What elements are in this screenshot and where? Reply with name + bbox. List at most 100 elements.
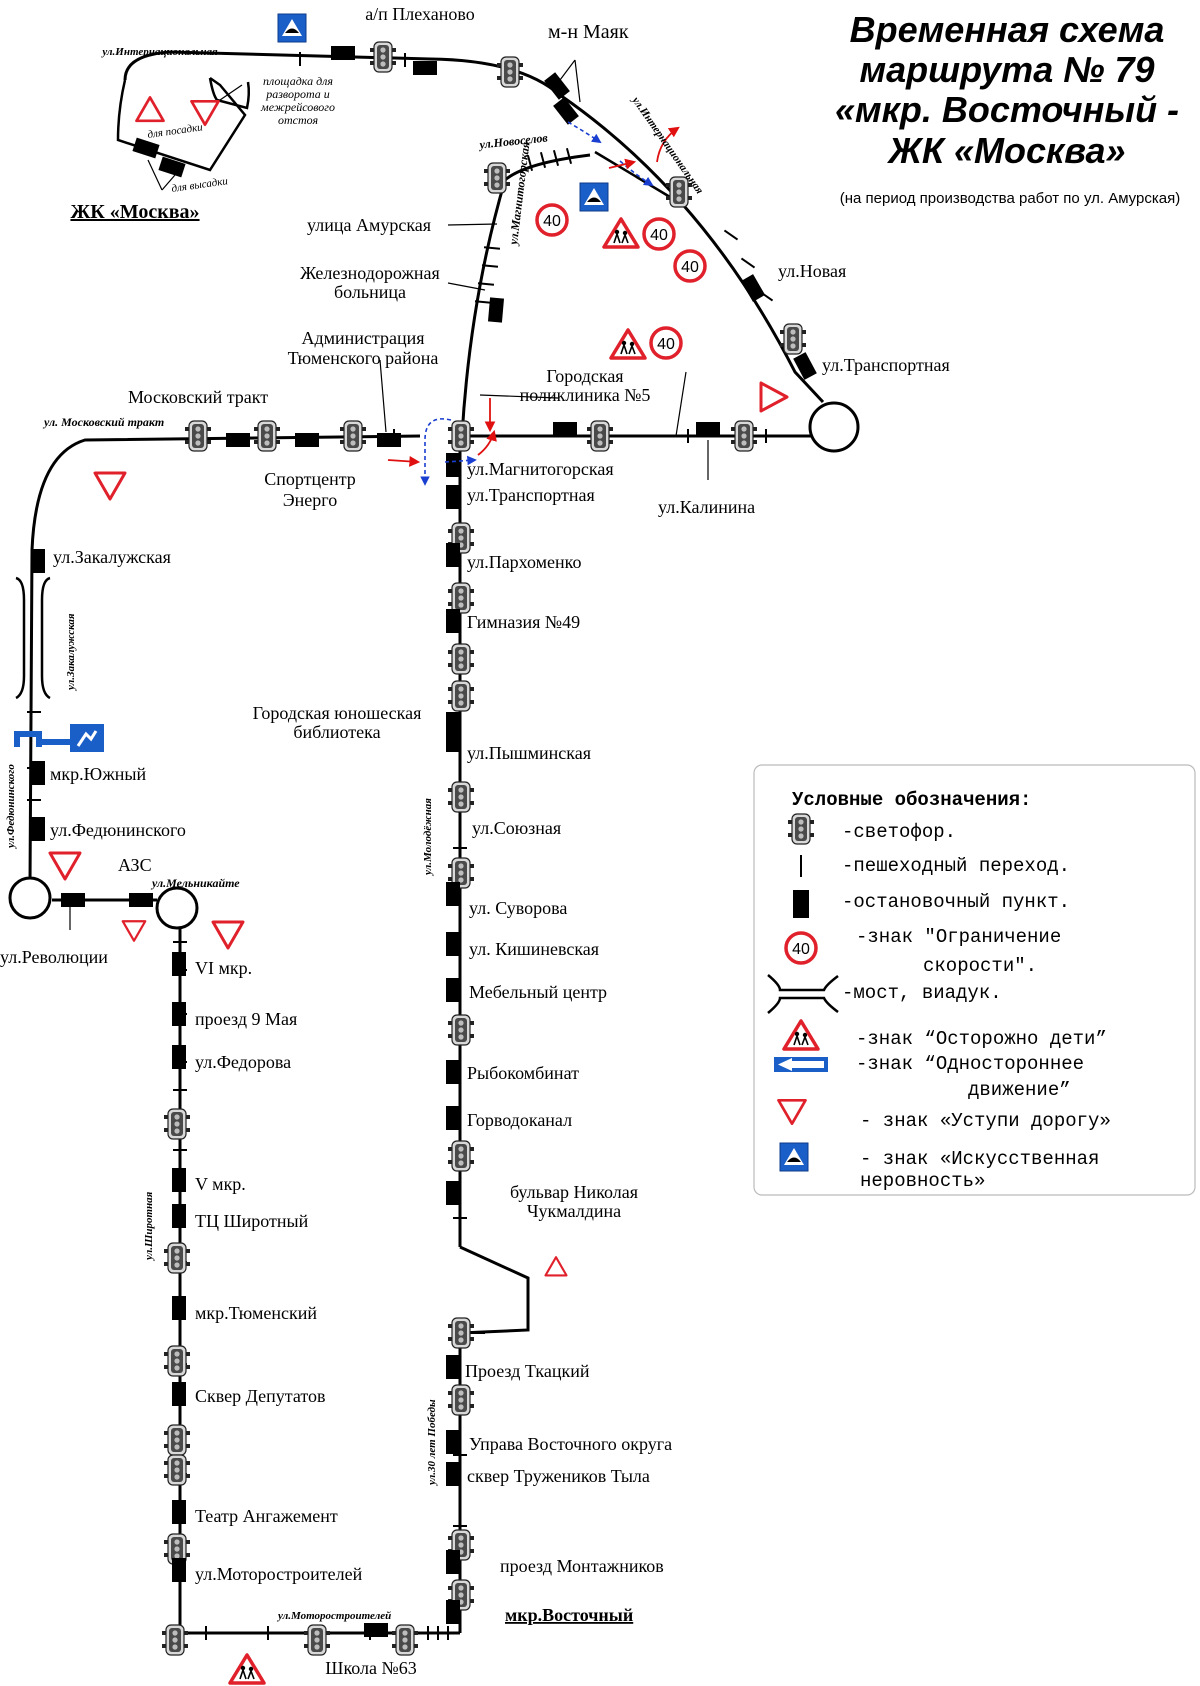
stop-marker-icon: [172, 1204, 186, 1228]
traffic-light-lamp: [174, 1553, 180, 1559]
traffic-light-visor: [254, 427, 258, 431]
stop-marker-icon: [696, 422, 720, 436]
traffic-light-visor: [184, 1644, 188, 1648]
traffic-light-lamp: [458, 1535, 464, 1541]
traffic-light-lamp: [350, 440, 356, 446]
speed-bump-sign-frame: [779, 1142, 809, 1172]
one-way-sign-arrow: [790, 1061, 824, 1068]
traffic-light-lamp: [458, 602, 464, 608]
speed-sign-value: 40: [650, 227, 668, 244]
traffic-light-visor: [519, 63, 523, 67]
pedestrian-crossing-icon: [565, 148, 573, 164]
traffic-light-lamp: [380, 61, 386, 67]
traffic-light-visor: [810, 833, 814, 837]
traffic-light-icon: [666, 176, 692, 208]
one-way-sign-arrowhead: [778, 1058, 792, 1071]
map-label: ул. Суворова: [469, 898, 567, 918]
traffic-light-icon: [448, 1014, 474, 1046]
traffic-light-visor: [414, 1631, 418, 1635]
roundabout-icon: [8, 876, 52, 920]
traffic-light-lamp: [350, 426, 356, 432]
traffic-light-visor: [448, 529, 452, 533]
traffic-light-icon: [788, 813, 814, 845]
traffic-light-visor: [470, 440, 474, 444]
traffic-light-lamp: [314, 1644, 320, 1650]
traffic-light-lamp: [507, 76, 513, 82]
tunnel-sign: [70, 724, 104, 752]
speed-sign-value: 40: [792, 941, 810, 958]
traffic-light-visor: [448, 1160, 452, 1164]
traffic-light-visor: [470, 700, 474, 704]
tunnel-shape: [14, 735, 20, 747]
traffic-light-visor: [186, 1474, 190, 1478]
map-label: для посадки: [147, 121, 204, 141]
traffic-light-lamp: [458, 595, 464, 601]
map-label: VI мкр.: [195, 958, 252, 978]
traffic-light-visor: [666, 183, 670, 187]
traffic-light-visor: [470, 542, 474, 546]
traffic-light-lamp: [174, 1365, 180, 1371]
map-label: проезд Монтажников: [500, 1556, 664, 1576]
traffic-light-visor: [448, 1391, 452, 1395]
traffic-light-visor: [470, 1549, 474, 1553]
tunnel-sign-figure: [76, 730, 98, 747]
children-sign-figure: [248, 1666, 254, 1672]
stop-marker-icon: [295, 433, 319, 447]
traffic-light-visor: [186, 1461, 190, 1465]
legend-title: Условные обозначения:: [792, 789, 1031, 811]
speed-limit-40-icon: 40: [535, 203, 569, 237]
traffic-light-visor: [448, 1536, 452, 1540]
traffic-light-visor: [164, 1262, 168, 1266]
stop-marker-icon: [172, 1168, 186, 1192]
stop-marker-icon: [793, 890, 809, 918]
speed-limit-40-icon: 40: [784, 931, 818, 965]
traffic-light-lamp: [458, 528, 464, 534]
traffic-light-visor: [304, 1644, 308, 1648]
traffic-light-visor: [448, 801, 452, 805]
traffic-light-lamp: [458, 1323, 464, 1329]
traffic-light-lamp: [172, 1637, 178, 1643]
speed-sign-value: 40: [657, 336, 675, 353]
traffic-light-icon: [370, 41, 396, 73]
map-label: ул. Московский тракт: [42, 415, 164, 429]
map-label: ул.Молодёжная: [422, 798, 434, 877]
traffic-light-visor: [731, 427, 735, 431]
map-label: ул.Широтная: [143, 1191, 155, 1262]
traffic-light-visor: [186, 1431, 190, 1435]
legend-frame: [753, 764, 1196, 1196]
map-label: ул.Новая: [778, 261, 846, 281]
traffic-light-icon: [448, 420, 474, 452]
traffic-light-visor: [780, 343, 784, 347]
map-label: ул.Транспортная: [822, 355, 950, 375]
stop-marker-icon: [553, 422, 577, 436]
pedestrian-crossing-icon: [481, 264, 499, 268]
traffic-light-visor: [470, 864, 474, 868]
traffic-light-lamp: [458, 440, 464, 446]
legend-item: -пешеходный переход.: [842, 855, 1070, 877]
traffic-light-visor: [362, 440, 366, 444]
children-sign-figure: [629, 341, 635, 347]
traffic-light-icon: [448, 680, 474, 712]
traffic-light-visor: [448, 1021, 452, 1025]
traffic-light-visor: [186, 1444, 190, 1448]
legend-item: -знак “Одностороннее: [856, 1053, 1084, 1075]
stop-marker-icon: [226, 433, 250, 447]
children-sign-frame: [782, 1019, 820, 1051]
yield-sign-icon: [93, 471, 127, 501]
traffic-light-visor: [392, 1631, 396, 1635]
traffic-light-icon: [448, 1140, 474, 1172]
traffic-light-lamp: [458, 863, 464, 869]
traffic-light-visor: [519, 76, 523, 80]
traffic-light-lamp: [314, 1630, 320, 1636]
map-subtitle: (на период производства работ по ул. Аму…: [840, 190, 1180, 207]
traffic-light-visor: [448, 1586, 452, 1590]
traffic-light-visor: [370, 48, 374, 52]
map-label: ул.Закалужская: [65, 613, 77, 692]
map-label: сквер Тружеников Тыла: [467, 1466, 650, 1486]
children-sign-icon: [228, 1653, 266, 1685]
traffic-light-visor: [276, 427, 280, 431]
map-title: «мкр. Восточный -: [835, 89, 1179, 130]
traffic-light-lamp: [458, 588, 464, 594]
bridge-icon: [15, 576, 26, 700]
traffic-light-lamp: [458, 787, 464, 793]
